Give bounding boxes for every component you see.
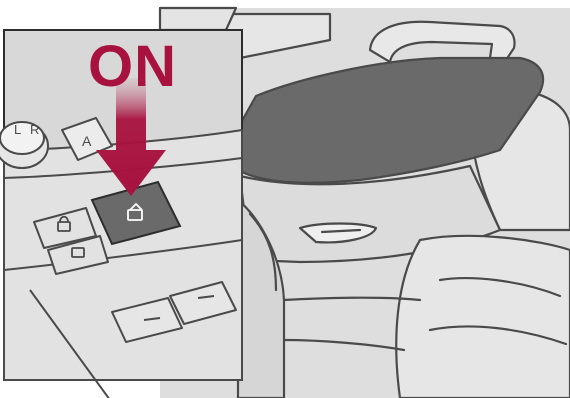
on-label: ON [88,38,177,96]
